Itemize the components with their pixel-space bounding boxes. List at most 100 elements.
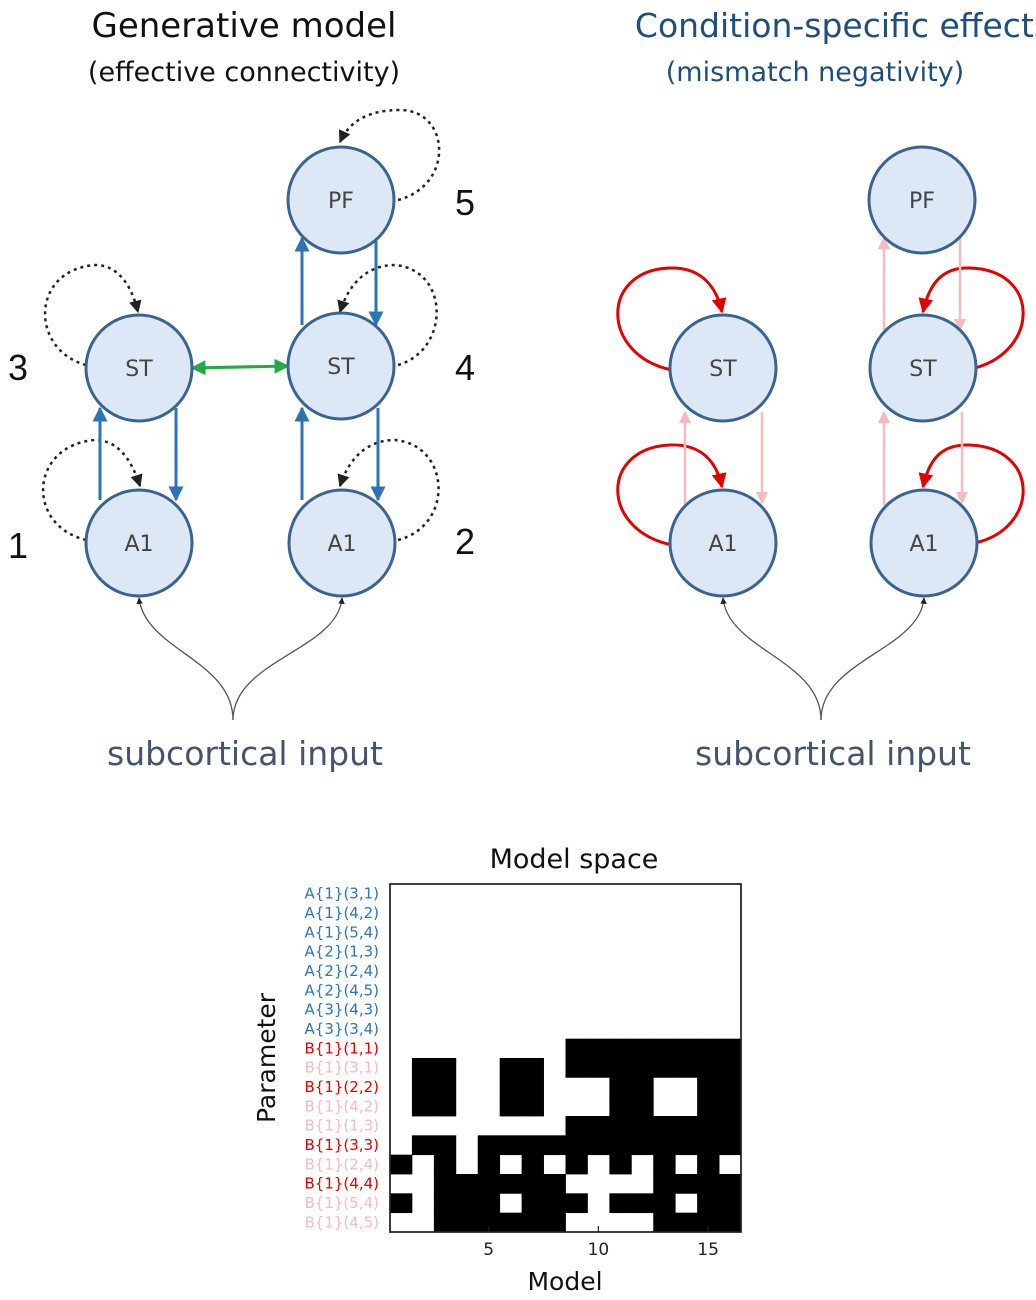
chart-plot-border xyxy=(389,883,742,1233)
matrix-cell xyxy=(697,1135,720,1156)
matrix-cell xyxy=(543,1193,566,1214)
left-node-a1-left-label: A1 xyxy=(124,532,153,557)
left-node-st-right-label: ST xyxy=(327,355,355,380)
matrix-cell xyxy=(521,1058,544,1078)
parameter-label: B{1}(2,4) xyxy=(305,1155,379,1173)
matrix-cell xyxy=(521,1154,544,1175)
matrix-cell xyxy=(521,1174,544,1194)
matrix-cell xyxy=(455,1174,479,1194)
right-subtitle: (mismatch negativity) xyxy=(666,57,964,88)
matrix-cell xyxy=(521,1193,544,1214)
right-node-a1-left: A1 xyxy=(668,488,778,598)
matrix-cell xyxy=(477,1193,501,1214)
matrix-cell xyxy=(609,1038,632,1059)
matrix-cell xyxy=(719,1212,742,1233)
matrix-cell xyxy=(653,1174,676,1194)
right-node-st-left: ST xyxy=(668,313,778,423)
matrix-cell xyxy=(390,1193,413,1214)
left-node-a1-right-label: A1 xyxy=(327,532,356,557)
matrix-cell xyxy=(675,1135,698,1156)
matrix-cell xyxy=(653,1154,676,1175)
matrix-cell xyxy=(631,1038,654,1059)
left-node-a1-right: A1 xyxy=(287,488,397,598)
matrix-cell xyxy=(411,1058,435,1078)
left-selfloop-st-right xyxy=(337,263,438,367)
matrix-cell xyxy=(565,1038,588,1059)
matrix-cell xyxy=(719,1058,742,1078)
matrix-cell xyxy=(631,1096,654,1117)
matrix-cell xyxy=(433,1193,457,1214)
matrix-cell xyxy=(697,1154,720,1175)
right-title: Condition-specific effects xyxy=(635,6,1036,45)
parameter-label: B{1}(4,5) xyxy=(305,1213,379,1231)
parameter-label: A{1}(5,4) xyxy=(305,923,379,941)
matrix-cell xyxy=(653,1116,676,1136)
matrix-cell xyxy=(587,1038,610,1059)
matrix-cell xyxy=(697,1116,720,1136)
matrix-cell xyxy=(675,1212,698,1233)
matrix-cell xyxy=(433,1212,457,1233)
parameter-label: B{1}(4,2) xyxy=(305,1097,379,1115)
left-input-curve-to-a1-right xyxy=(232,597,345,721)
matrix-cell xyxy=(521,1212,544,1233)
matrix-cell xyxy=(609,1154,632,1175)
right-selfloop-a1-left xyxy=(616,443,727,547)
matrix-cell xyxy=(499,1135,523,1156)
parameter-label: B{1}(4,4) xyxy=(305,1175,379,1193)
x-tick-label: 10 xyxy=(588,1240,610,1260)
matrix-cell xyxy=(609,1135,632,1156)
matrix-cell xyxy=(631,1116,654,1136)
matrix-cell xyxy=(433,1077,457,1098)
matrix-cell xyxy=(697,1193,720,1214)
left-subtitle: (effective connectivity) xyxy=(88,57,400,88)
matrix-cell xyxy=(697,1058,720,1078)
region-number-3: 3 xyxy=(8,347,28,388)
matrix-cell xyxy=(499,1096,523,1117)
matrix-cell xyxy=(631,1077,654,1098)
parameter-label: A{2}(1,3) xyxy=(305,943,379,961)
parameter-label: A{3}(4,3) xyxy=(305,1001,379,1019)
matrix-cell xyxy=(653,1193,676,1214)
right-input-label: subcortical input xyxy=(695,734,971,773)
matrix-cell xyxy=(477,1174,501,1194)
parameter-label: B{1}(1,3) xyxy=(305,1117,379,1135)
right-panel: Condition-specific effects (mismatch neg… xyxy=(616,6,1036,773)
x-tick-label: 5 xyxy=(483,1240,494,1260)
matrix-cell xyxy=(697,1096,720,1117)
matrix-cell xyxy=(565,1135,588,1156)
matrix-cell xyxy=(411,1135,435,1156)
left-selfloop-a1-left xyxy=(41,438,143,542)
matrix-cell xyxy=(587,1135,610,1156)
matrix-cell xyxy=(631,1193,654,1214)
matrix-cell xyxy=(587,1116,610,1136)
matrix-cell xyxy=(499,1058,523,1078)
matrix-cell xyxy=(411,1096,435,1117)
matrix-cell xyxy=(565,1116,588,1136)
left-node-st-right: ST xyxy=(286,311,396,421)
right-input-curve-to-a1-right xyxy=(820,597,927,721)
left-node-a1-left: A1 xyxy=(84,488,194,598)
matrix-cell xyxy=(499,1212,523,1233)
parameter-label: A{2}(2,4) xyxy=(305,962,379,980)
matrix-cell xyxy=(543,1212,566,1233)
parameter-label: A{1}(4,2) xyxy=(305,904,379,922)
left-lateral-st-st xyxy=(190,358,290,376)
matrix-cell xyxy=(499,1174,523,1194)
parameter-label: B{1}(5,4) xyxy=(305,1194,379,1212)
matrix-cell xyxy=(543,1174,566,1194)
matrix-cell xyxy=(609,1096,632,1117)
matrix-cell xyxy=(719,1193,742,1214)
right-selfloop-st-left xyxy=(616,266,727,372)
matrix-cell xyxy=(455,1193,479,1214)
left-node-st-left-label: ST xyxy=(125,357,153,382)
parameter-label: B{1}(3,1) xyxy=(305,1059,379,1077)
matrix-cell xyxy=(653,1058,676,1078)
matrix-cell xyxy=(631,1135,654,1156)
matrix-cell xyxy=(719,1038,742,1059)
right-node-a1-left-label: A1 xyxy=(708,532,737,557)
matrix-cell xyxy=(411,1077,435,1098)
right-node-a1-right-label: A1 xyxy=(909,532,938,557)
right-node-pf: PF xyxy=(867,145,977,255)
matrix-cell xyxy=(719,1135,742,1156)
